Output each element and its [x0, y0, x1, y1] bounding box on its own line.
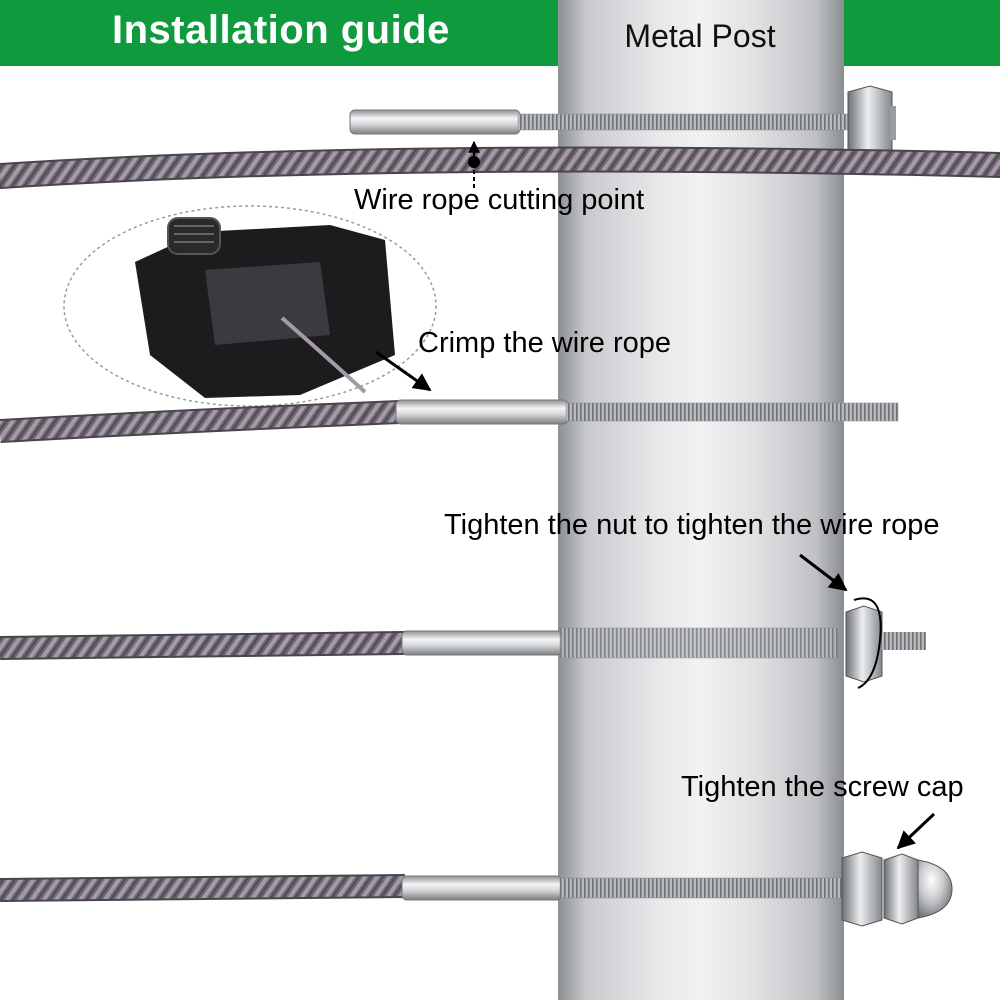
crimp-tool-callout — [63, 205, 437, 407]
step1-label: Wire rope cutting point — [354, 184, 645, 216]
step2-fitting — [395, 399, 899, 425]
step2-label: Crimp the wire rope — [418, 327, 672, 359]
screw-cap-arrow — [896, 812, 936, 850]
step3-fitting — [401, 597, 926, 689]
step1-fitting — [349, 85, 896, 159]
step3-label: Tighten the nut to tighten the wire rope — [444, 509, 940, 541]
cutting-point-marker — [468, 140, 480, 188]
metal-post-label: Metal Post — [624, 18, 776, 54]
step4-fitting — [401, 851, 953, 927]
crimp-arrow — [375, 350, 432, 392]
step4-wire-rope — [0, 874, 406, 902]
step3-wire-rope — [0, 631, 406, 660]
tighten-nut-arrow — [799, 553, 848, 592]
step2-wire-rope — [0, 400, 401, 443]
page-title: Installation guide — [112, 8, 450, 52]
step4-label: Tighten the screw cap — [681, 771, 964, 803]
step1-wire-rope — [0, 146, 1000, 189]
